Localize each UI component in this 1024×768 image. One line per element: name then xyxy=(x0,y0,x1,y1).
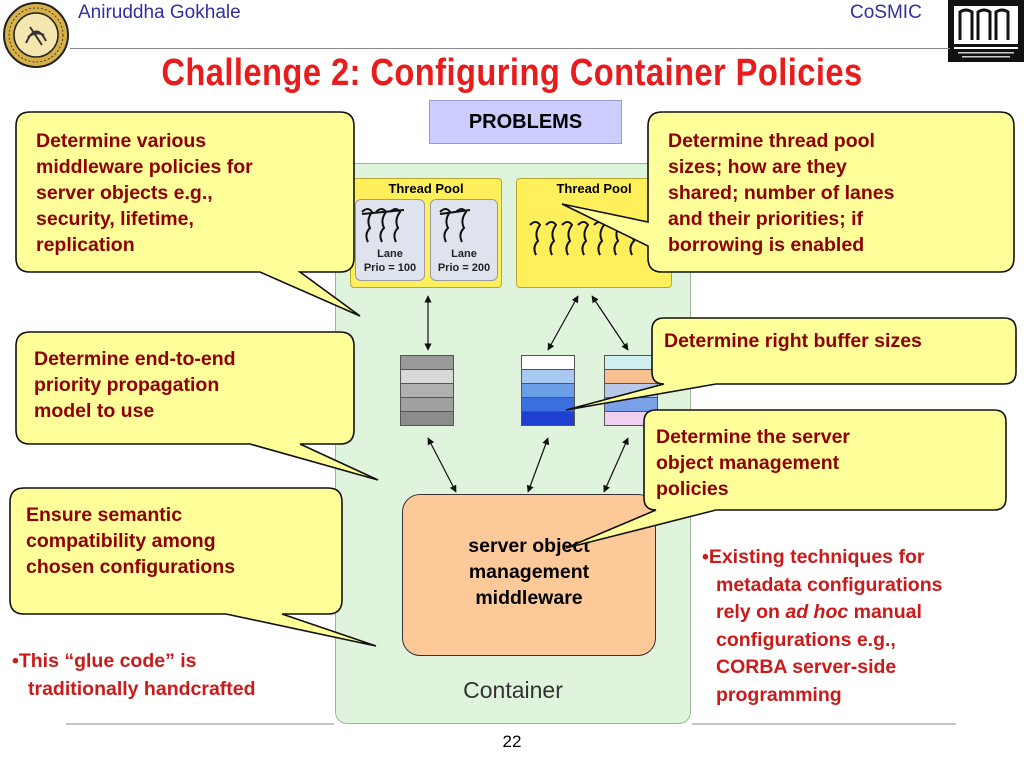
bullet-left: •This “glue code” is traditionally handc… xyxy=(12,648,342,703)
callout-mid-left-shape xyxy=(15,331,379,481)
callout-line: object management xyxy=(656,452,840,474)
callout-line: model to use xyxy=(34,400,155,422)
header-rule xyxy=(70,48,950,49)
bullet-right-line-3: rely on ad hoc manual xyxy=(702,599,1024,627)
callout-mid-right-shape xyxy=(565,317,1017,411)
bullet-dot: • xyxy=(702,546,709,568)
lane-2-name: Lane xyxy=(451,248,477,260)
callout-low-right: Determine the server object management p… xyxy=(656,424,996,502)
bullet-dot: • xyxy=(12,650,19,672)
callout-top-left: Determine various middleware policies fo… xyxy=(36,128,346,258)
threads-lane-1 xyxy=(361,208,405,243)
buffer-queue-gray xyxy=(400,355,454,431)
callout-line: Ensure semantic xyxy=(26,504,183,526)
bullet-text: Existing techniques for xyxy=(708,546,925,568)
lane-2 xyxy=(430,199,498,281)
callout-low-right-shape xyxy=(565,409,1007,549)
bullet-right-line-4: configurations e.g., xyxy=(716,628,896,651)
callout-line: server objects e.g., xyxy=(36,182,213,204)
isis-logo xyxy=(948,0,1024,62)
callout-top-left-shape xyxy=(15,111,361,317)
middleware-line-3: middleware xyxy=(475,587,583,609)
container-label: Container xyxy=(463,677,563,703)
threads-lane-2 xyxy=(439,208,471,243)
callout-top-right: Determine thread pool sizes; how are the… xyxy=(668,128,1008,258)
callout-line: Determine the server xyxy=(656,426,851,448)
callout-line: and their priorities; if xyxy=(668,208,864,230)
lane-2-prio: Prio = 200 xyxy=(437,262,491,274)
bullet-right-line-6: programming xyxy=(716,683,842,706)
callout-line: Determine various xyxy=(36,130,207,152)
thread-pool-1-title: Thread Pool xyxy=(388,181,464,196)
lane-1-name: Lane xyxy=(377,248,403,260)
callout-line: Determine right buffer sizes xyxy=(664,330,922,352)
arrows xyxy=(424,295,629,493)
callout-line: sizes; how are they xyxy=(668,156,847,178)
bullet-text: This “glue code” is xyxy=(18,650,197,672)
author-name: Aniruddha Gokhale xyxy=(78,2,241,23)
bullet-italic: ad hoc xyxy=(785,601,849,623)
lane-1-prio: Prio = 100 xyxy=(363,262,417,274)
bullet-right-line-1: •Existing techniques for xyxy=(702,544,1024,572)
middleware-line-1: server object xyxy=(468,535,590,557)
callout-low-left: Ensure semantic compatibility among chos… xyxy=(26,502,336,580)
callout-line: security, lifetime, xyxy=(36,208,194,230)
callout-mid-left: Determine end-to-end priority propagatio… xyxy=(34,346,344,424)
problems-label: PROBLEMS xyxy=(429,100,622,144)
callout-mid-right: Determine right buffer sizes xyxy=(664,328,1010,354)
thread-pool-2-title: Thread Pool xyxy=(556,181,632,196)
bullet-left-line-1: •This “glue code” is xyxy=(12,648,342,676)
callout-line: borrowing is enabled xyxy=(668,234,865,256)
callout-line: middleware policies for xyxy=(36,156,253,178)
callout-line: replication xyxy=(36,234,135,256)
page-number: 22 xyxy=(502,732,522,751)
bullet-left-line-2: traditionally handcrafted xyxy=(28,677,256,700)
middleware-line-2: management xyxy=(468,561,590,583)
middleware-box xyxy=(402,494,656,656)
callout-shapes xyxy=(9,111,1017,647)
bullet-text: manual xyxy=(848,601,922,623)
callout-low-left-shape xyxy=(9,487,377,647)
middleware-label: server object management middleware xyxy=(402,533,656,611)
buffer-queue-blue xyxy=(521,355,575,431)
vanderbilt-seal-logo xyxy=(3,2,69,68)
callout-line: Determine thread pool xyxy=(668,130,875,152)
project-name: CoSMIC xyxy=(850,2,922,23)
bullet-text: rely on xyxy=(716,601,786,623)
callout-line: compatibility among xyxy=(26,530,216,552)
bullet-right-line-2: metadata configurations xyxy=(716,573,943,596)
callout-line: Determine end-to-end xyxy=(34,348,236,370)
callout-line: policies xyxy=(656,478,729,500)
slide-title: Challenge 2: Configuring Container Polic… xyxy=(161,52,863,94)
bullet-right-line-5: CORBA server-side xyxy=(716,656,897,678)
callout-line: chosen configurations xyxy=(26,556,236,578)
callout-top-right-shape xyxy=(561,111,1015,273)
bullet-right: •Existing techniques for metadata config… xyxy=(702,544,1024,709)
callout-line: priority propagation xyxy=(34,374,220,396)
callout-line: shared; number of lanes xyxy=(668,182,895,204)
